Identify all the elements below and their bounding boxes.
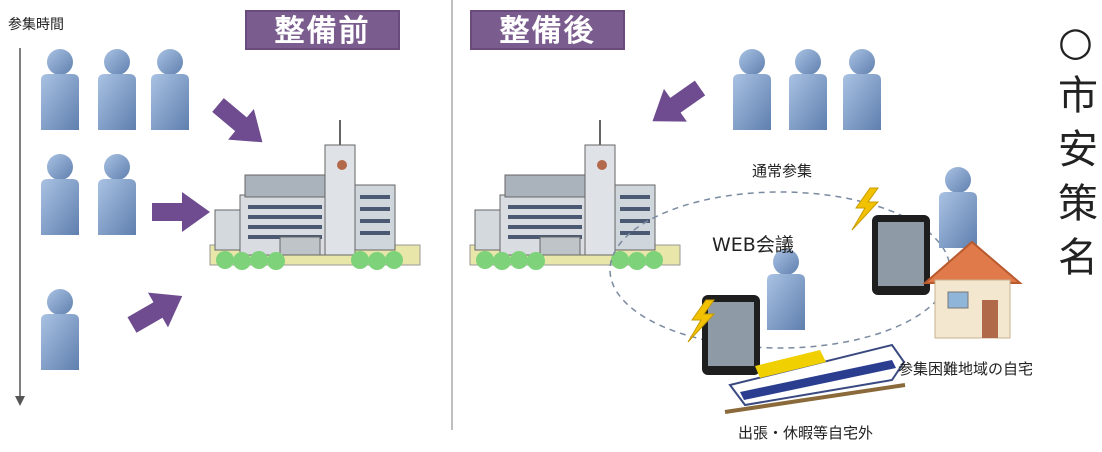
train-icon	[724, 343, 906, 414]
normal-attendance-label: 通常参集	[752, 162, 813, 180]
person-icon	[41, 49, 79, 130]
person-icon	[939, 167, 977, 248]
person-icon	[733, 49, 771, 130]
office-building-icon	[469, 119, 681, 271]
arrow-right-icon	[122, 278, 193, 343]
right-text-line: 名	[1058, 235, 1098, 281]
right-text-line: 安	[1058, 127, 1098, 173]
people-group-after	[733, 49, 881, 130]
travel-location-label: 出張・休暇等自宅外	[738, 424, 874, 442]
arrow-down-icon	[15, 396, 25, 406]
person-icon	[41, 289, 79, 370]
people-group-before-middle	[41, 154, 136, 235]
right-text-line: 策	[1058, 181, 1098, 227]
people-group-before-top	[41, 49, 189, 130]
office-building-icon	[209, 119, 421, 271]
after-banner: 整備後	[470, 10, 625, 50]
tablet-icon	[702, 295, 760, 375]
before-banner: 整備前	[245, 10, 400, 50]
person-icon	[767, 249, 805, 330]
person-icon	[98, 154, 136, 235]
person-icon	[151, 49, 189, 130]
home-location-label: 参集困難地域の自宅	[898, 360, 1034, 378]
time-axis-label: 参集時間	[8, 17, 64, 33]
right-text-line: 市	[1058, 73, 1098, 119]
tablet-icon	[872, 215, 930, 295]
person-icon	[789, 49, 827, 130]
arrow-left-icon	[641, 71, 712, 138]
right-text-line: ○	[1058, 19, 1093, 65]
person-icon	[98, 49, 136, 130]
arrow-right-icon	[152, 192, 210, 232]
web-meeting-label: WEB会議	[712, 234, 794, 256]
person-icon	[843, 49, 881, 130]
person-icon	[41, 154, 79, 235]
arrow-right-icon	[205, 89, 276, 158]
house-icon	[922, 240, 1023, 339]
people-group-before-bottom	[41, 289, 79, 370]
